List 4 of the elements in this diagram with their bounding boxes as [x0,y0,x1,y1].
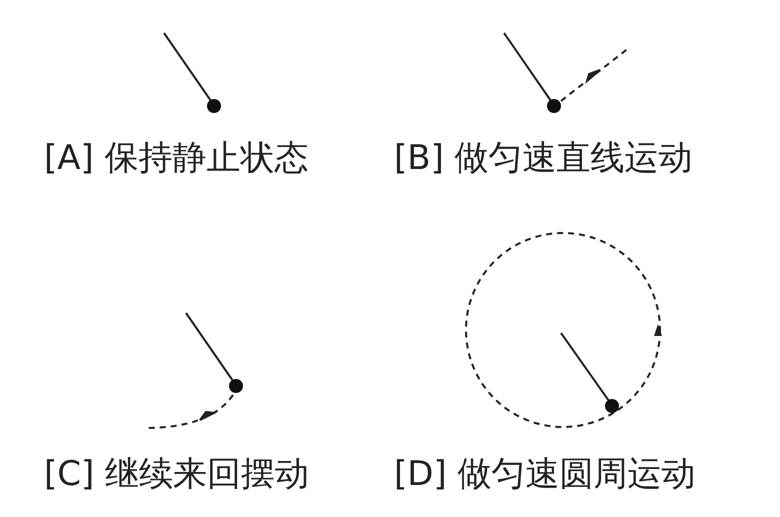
option-text: [A] 保持静止状态 [44,140,309,178]
option-text: [B] 做匀速直线运动 [394,140,693,178]
option-text: [D] 做匀速圆周运动 [394,456,696,494]
option-text: [C] 继续来回摆动 [44,456,310,494]
